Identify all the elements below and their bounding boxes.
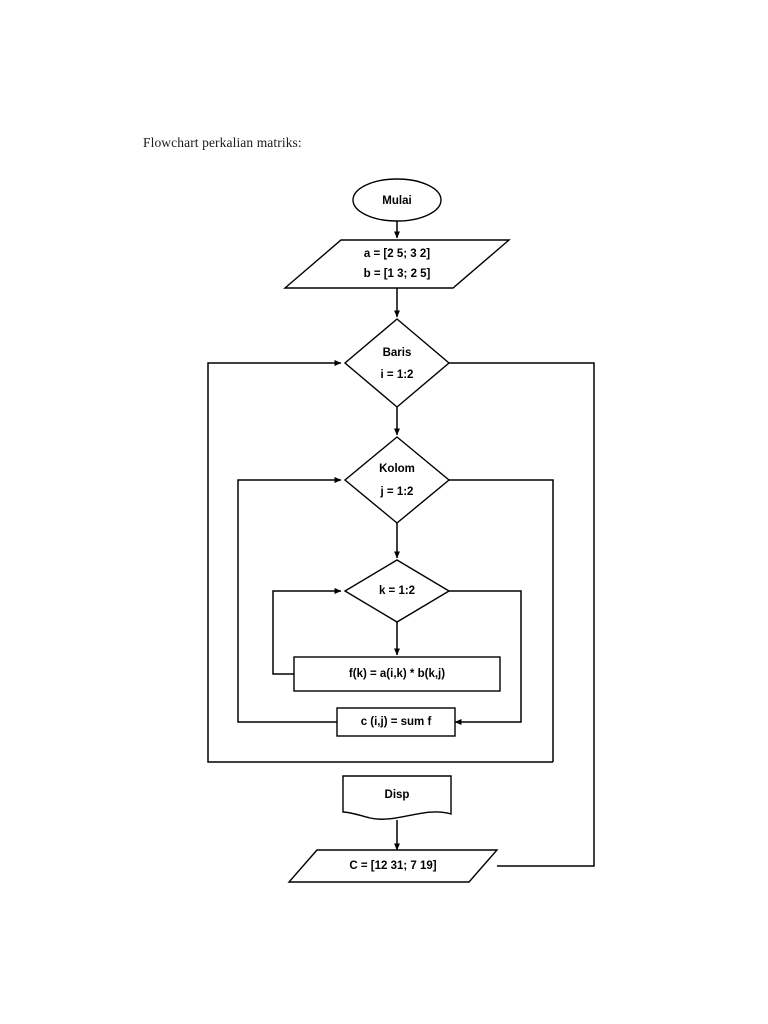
node-decision-baris[interactable]: Baris i = 1:2 xyxy=(343,318,451,408)
diamond-shape xyxy=(343,318,451,408)
node-disp-label: Disp xyxy=(385,789,410,801)
node-start-label: Mulai xyxy=(382,195,411,207)
diamond-shape xyxy=(343,559,451,623)
page-title: Flowchart perkalian matriks: xyxy=(143,135,302,150)
node-k-label: k = 1:2 xyxy=(379,585,415,597)
node-input-label-line1: a = [2 5; 3 2] xyxy=(364,248,430,260)
edge-baris-loop-right-rail xyxy=(449,362,595,867)
node-input-label-line2: b = [1 3; 2 5] xyxy=(364,268,431,280)
rectangle-shape xyxy=(336,707,456,737)
connector-layer xyxy=(207,221,595,867)
edge-product-back-to-kloop xyxy=(272,588,342,675)
node-decision-k[interactable]: k = 1:2 xyxy=(343,559,451,623)
node-output-label: C = [12 31; 7 19] xyxy=(349,860,436,872)
parallelogram-shape xyxy=(283,239,511,289)
document-shape xyxy=(342,775,452,820)
node-kolom-label-line1: Kolom xyxy=(379,463,415,475)
parallelogram-shape xyxy=(287,849,499,883)
rectangle-shape xyxy=(293,656,501,692)
ellipse-shape xyxy=(352,178,442,222)
node-start-mulai[interactable]: Mulai xyxy=(352,178,442,222)
node-decision-kolom[interactable]: Kolom j = 1:2 xyxy=(343,436,451,524)
diamond-shape xyxy=(343,436,451,524)
edge-outer-loop-back-to-baris xyxy=(207,360,553,763)
node-product-label: f(k) = a(i,k) * b(k,j) xyxy=(349,668,445,680)
node-process-product[interactable]: f(k) = a(i,k) * b(k,j) xyxy=(293,656,501,692)
node-output-result[interactable]: C = [12 31; 7 19] xyxy=(287,849,499,883)
node-baris-label-line1: Baris xyxy=(383,347,412,359)
edge-kolom-loop-right-rail xyxy=(449,479,554,762)
edge-kloop-to-sum xyxy=(449,590,522,725)
edge-sum-back-to-kolom xyxy=(237,477,342,723)
node-process-sum[interactable]: c (i,j) = sum f xyxy=(336,707,456,737)
node-kolom-label-line2: j = 1:2 xyxy=(380,486,414,498)
node-display-disp[interactable]: Disp xyxy=(342,775,452,820)
node-input-matrices[interactable]: a = [2 5; 3 2] b = [1 3; 2 5] xyxy=(283,239,511,289)
node-sum-label: c (i,j) = sum f xyxy=(361,716,432,728)
node-baris-label-line2: i = 1:2 xyxy=(381,369,414,381)
